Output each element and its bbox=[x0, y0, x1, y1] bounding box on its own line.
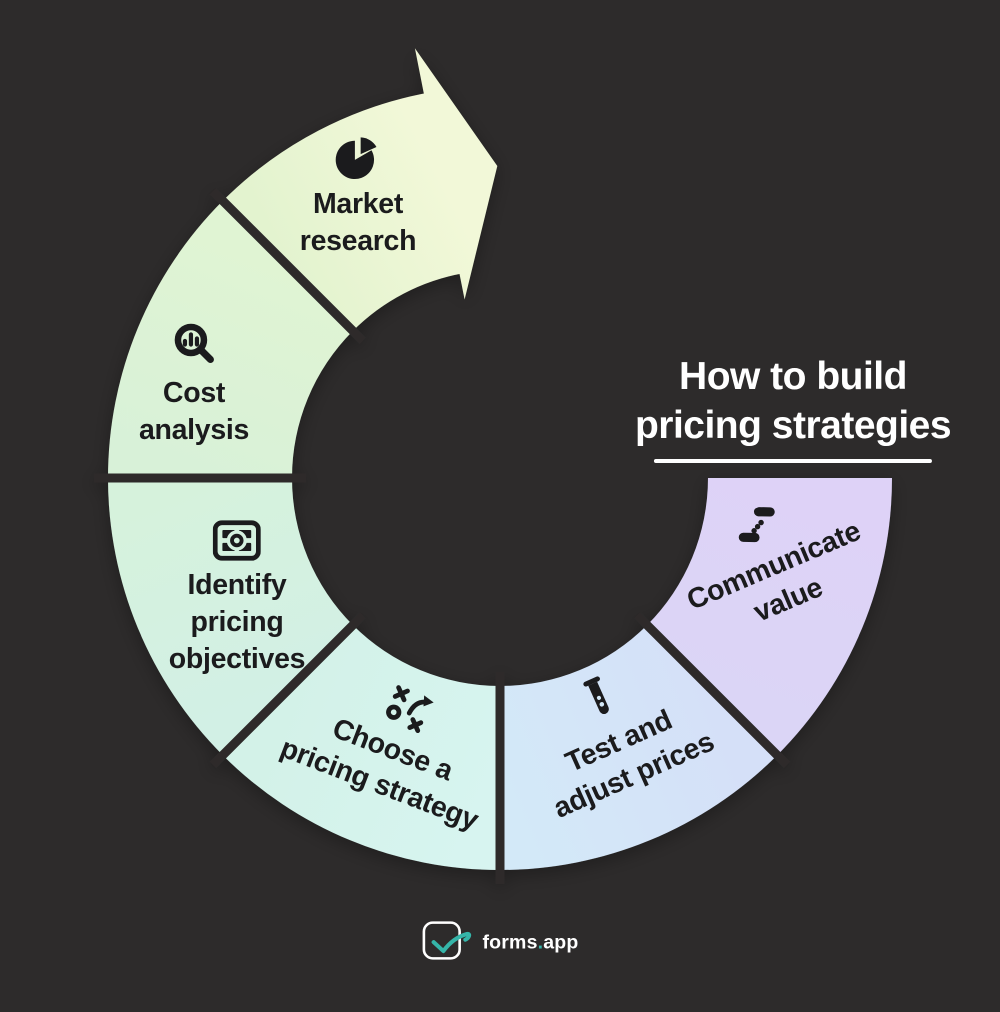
segment-communicate-value: Communicate value bbox=[665, 474, 881, 653]
page-title: How to build pricing strategies bbox=[634, 352, 952, 463]
segment-divider bbox=[209, 612, 366, 769]
page-title-line: How to build bbox=[679, 355, 907, 398]
title-underline bbox=[653, 459, 932, 463]
segment-divider bbox=[634, 612, 791, 769]
wheel-ring bbox=[94, 48, 892, 884]
test-tube-icon bbox=[578, 672, 621, 725]
segment-label-line: pricing bbox=[190, 606, 284, 638]
wheel-segment-market-research bbox=[222, 48, 498, 331]
forms-app-logo-text: forms . app bbox=[482, 932, 578, 955]
segment-label-line: analysis bbox=[138, 414, 250, 446]
brand-name-app: app bbox=[543, 931, 579, 954]
page-title-line: pricing strategies bbox=[634, 404, 952, 447]
forms-app-logo-icon bbox=[421, 918, 473, 969]
frame-objective-icon bbox=[213, 520, 261, 561]
magnifier-chart-icon bbox=[170, 321, 218, 369]
segment-cost-analysis: Cost analysis bbox=[139, 321, 249, 449]
handshake-icon bbox=[728, 501, 786, 553]
segment-test-adjust-prices: Test and adjust prices bbox=[512, 642, 720, 827]
forms-app-logo: forms . app bbox=[421, 918, 578, 969]
segment-identify-pricing-objectives: Identify pricing objectives bbox=[168, 520, 306, 678]
pie-chart-icon bbox=[335, 134, 381, 180]
segment-label-line: objectives bbox=[168, 643, 306, 675]
segment-choose-pricing-strategy: Choose a pricing strategy bbox=[275, 653, 513, 840]
segment-label-line: Identify bbox=[187, 569, 287, 601]
brand-dot: . bbox=[537, 931, 544, 954]
segment-label-line: Cost bbox=[162, 377, 226, 409]
strategy-icon bbox=[381, 682, 436, 735]
segment-label-line: Market bbox=[312, 188, 404, 220]
segment-label-line: research bbox=[299, 225, 417, 257]
segment-market-research: Market research bbox=[299, 134, 417, 260]
brand-name-forms: forms bbox=[482, 931, 538, 954]
segment-divider bbox=[209, 187, 366, 344]
